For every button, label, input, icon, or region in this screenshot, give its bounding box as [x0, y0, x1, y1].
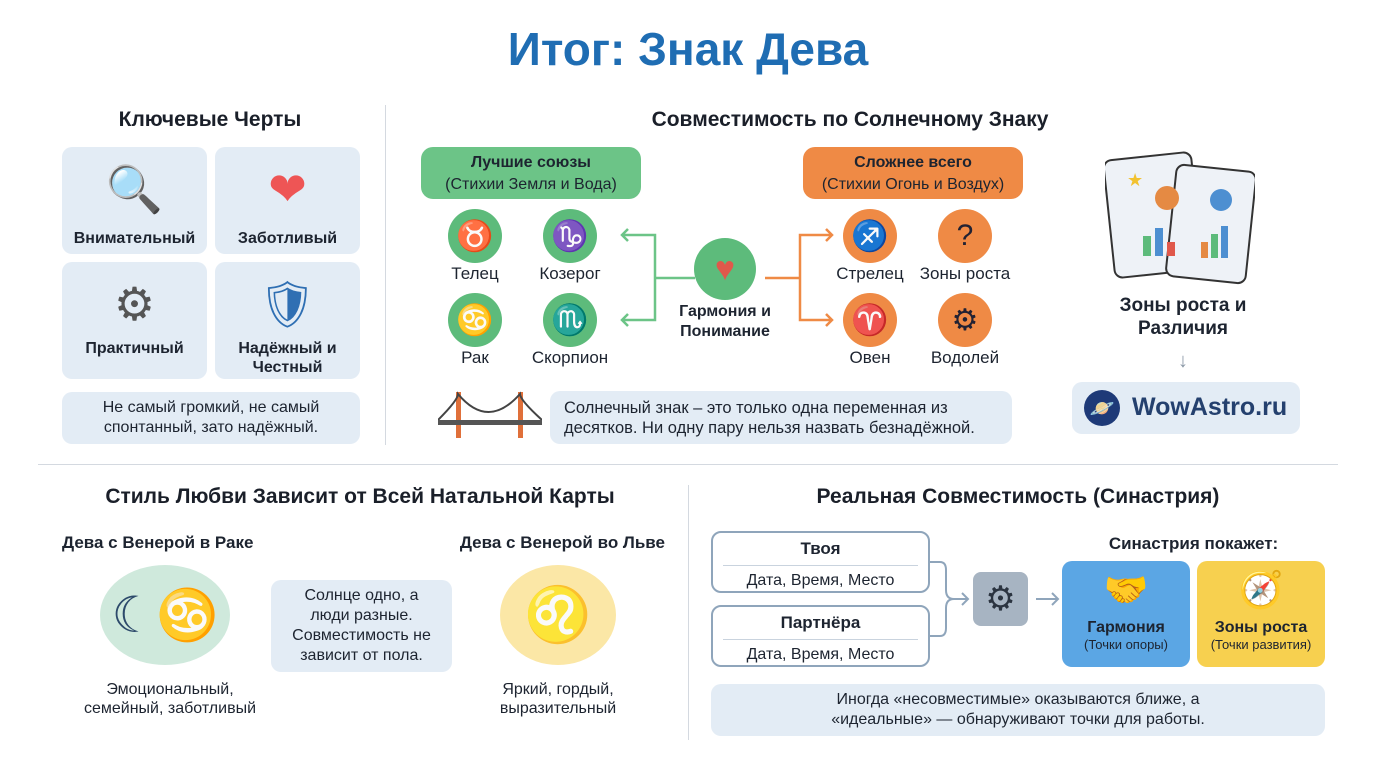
connector-arrows: [620, 228, 834, 327]
input-fields: Дата, Время, Место: [746, 646, 895, 663]
synastry-shows-label: Синастрия покажет:: [1108, 534, 1279, 553]
sign-label: Скорпион: [531, 348, 609, 367]
trait-card: ⚙ Практичный: [62, 262, 207, 379]
flow-arrows: [930, 561, 1060, 637]
synastry-note: Иногда «несовместимые» оказываются ближе…: [711, 684, 1325, 736]
bridge-icon: [438, 391, 542, 438]
divider: [385, 105, 386, 445]
divider: [38, 464, 1338, 465]
partner-data-card: Партнёра Дата, Время, Место: [711, 605, 930, 667]
result-subtitle: (Точки опоры): [1084, 637, 1168, 652]
heart-hands-icon: ❤: [268, 163, 307, 215]
trait-label: Надёжный и Честный: [238, 340, 337, 376]
traits-note: Не самый громкий, не самый спонтанный, з…: [62, 392, 360, 444]
moon-crab-icon: ☾♋: [100, 565, 230, 665]
sign-label: Козерог: [539, 264, 601, 283]
trait-card: 🛡 Надёжный и Честный: [215, 262, 360, 379]
growth-result-card: 🧭 Зоны роста (Точки развития): [1197, 561, 1325, 667]
compass-icon: 🧭: [1238, 569, 1284, 610]
love-note: Солнце одно, а люди разные. Совместимост…: [271, 580, 452, 672]
best-title: Лучшие союзы: [471, 154, 591, 171]
divider: [688, 485, 689, 740]
result-subtitle: (Точки развития): [1210, 637, 1312, 652]
svg-text:★: ★: [1127, 170, 1143, 190]
growth-zones-label: Зоны роста и Различия: [1119, 295, 1247, 339]
brand-badge[interactable]: 🪐 WowAstro.ru: [1072, 382, 1300, 434]
gear-plant-icon: ⚙: [113, 278, 156, 330]
scorpio-icon: ♏: [543, 293, 597, 347]
aquarius-gear-icon: ⚙: [938, 293, 992, 347]
capricorn-icon: ♑: [543, 209, 597, 263]
question-gear-icon: ?: [938, 209, 992, 263]
taurus-icon: ♉: [448, 209, 502, 263]
sign-label: Стрелец: [836, 264, 904, 283]
page-title: Итог: Знак Дева: [507, 23, 869, 75]
lion-crown-icon: ♌: [500, 565, 616, 665]
best-subtitle: (Стихии Земля и Вода): [445, 176, 617, 193]
cancer-icon: ♋: [448, 293, 502, 347]
handshake-shield-icon: 🛡: [258, 278, 317, 330]
hardest-box: Сложнее всего (Стихии Огонь и Воздух): [803, 147, 1023, 199]
magnifier-icon: 🔍: [105, 163, 164, 215]
compat-heading: Совместимость по Солнечному Знаку: [651, 108, 1049, 131]
your-data-card: Твоя Дата, Время, Место: [711, 531, 930, 593]
gear-icon: ⚙: [973, 572, 1028, 626]
venus-leo-title: Дева с Венерой во Льве: [459, 533, 665, 552]
trait-card: ❤ Заботливый: [215, 147, 360, 254]
input-title: Твоя: [723, 539, 918, 566]
love-heading: Стиль Любви Зависит от Всей Натальной Ка…: [105, 485, 615, 508]
compat-note: Солнечный знак – это только одна перемен…: [550, 391, 1012, 444]
venus-leo-caption: Яркий, гордый, выразительный: [499, 681, 617, 717]
trait-card: 🔍 Внимательный: [62, 147, 207, 254]
venus-cancer-caption: Эмоциональный, семейный, заботливый: [83, 681, 257, 717]
sign-label: Водолей: [930, 348, 1000, 367]
trait-label: Практичный: [85, 340, 184, 357]
hard-title: Сложнее всего: [854, 154, 972, 171]
harmony-result-card: 🤝 Гармония (Точки опоры): [1062, 561, 1190, 667]
arrow-down-icon: ↓: [1178, 350, 1188, 372]
sign-label: Телец: [451, 264, 499, 283]
astro-charts-icon: ★: [1105, 151, 1255, 285]
sagittarius-icon: ♐: [843, 209, 897, 263]
result-title: Гармония: [1087, 619, 1165, 636]
sign-label: Зоны роста: [919, 264, 1011, 283]
sign-label: Овен: [849, 348, 891, 367]
trait-label: Внимательный: [73, 230, 196, 247]
venus-cancer-title: Дева с Венерой в Раке: [62, 533, 254, 552]
synastry-heading: Реальная Совместимость (Синастрия): [816, 485, 1220, 508]
result-title: Зоны роста: [1214, 619, 1308, 636]
sign-label: Рак: [461, 348, 489, 367]
input-title: Партнёра: [723, 613, 918, 640]
traits-heading: Ключевые Черты: [118, 108, 302, 131]
trait-label: Заботливый: [237, 230, 338, 247]
harmony-label: Гармония и Понимание: [679, 303, 771, 340]
best-unions-box: Лучшие союзы (Стихии Земля и Вода): [421, 147, 641, 199]
heart-icon: ♥: [694, 238, 756, 300]
planet-logo-icon: 🪐: [1084, 390, 1120, 426]
handshake-icon: 🤝: [1103, 569, 1149, 610]
aries-icon: ♈: [843, 293, 897, 347]
hard-subtitle: (Стихии Огонь и Воздух): [821, 176, 1005, 193]
input-fields: Дата, Время, Место: [746, 572, 895, 589]
brand-name: WowAstro.ru: [1132, 393, 1288, 421]
